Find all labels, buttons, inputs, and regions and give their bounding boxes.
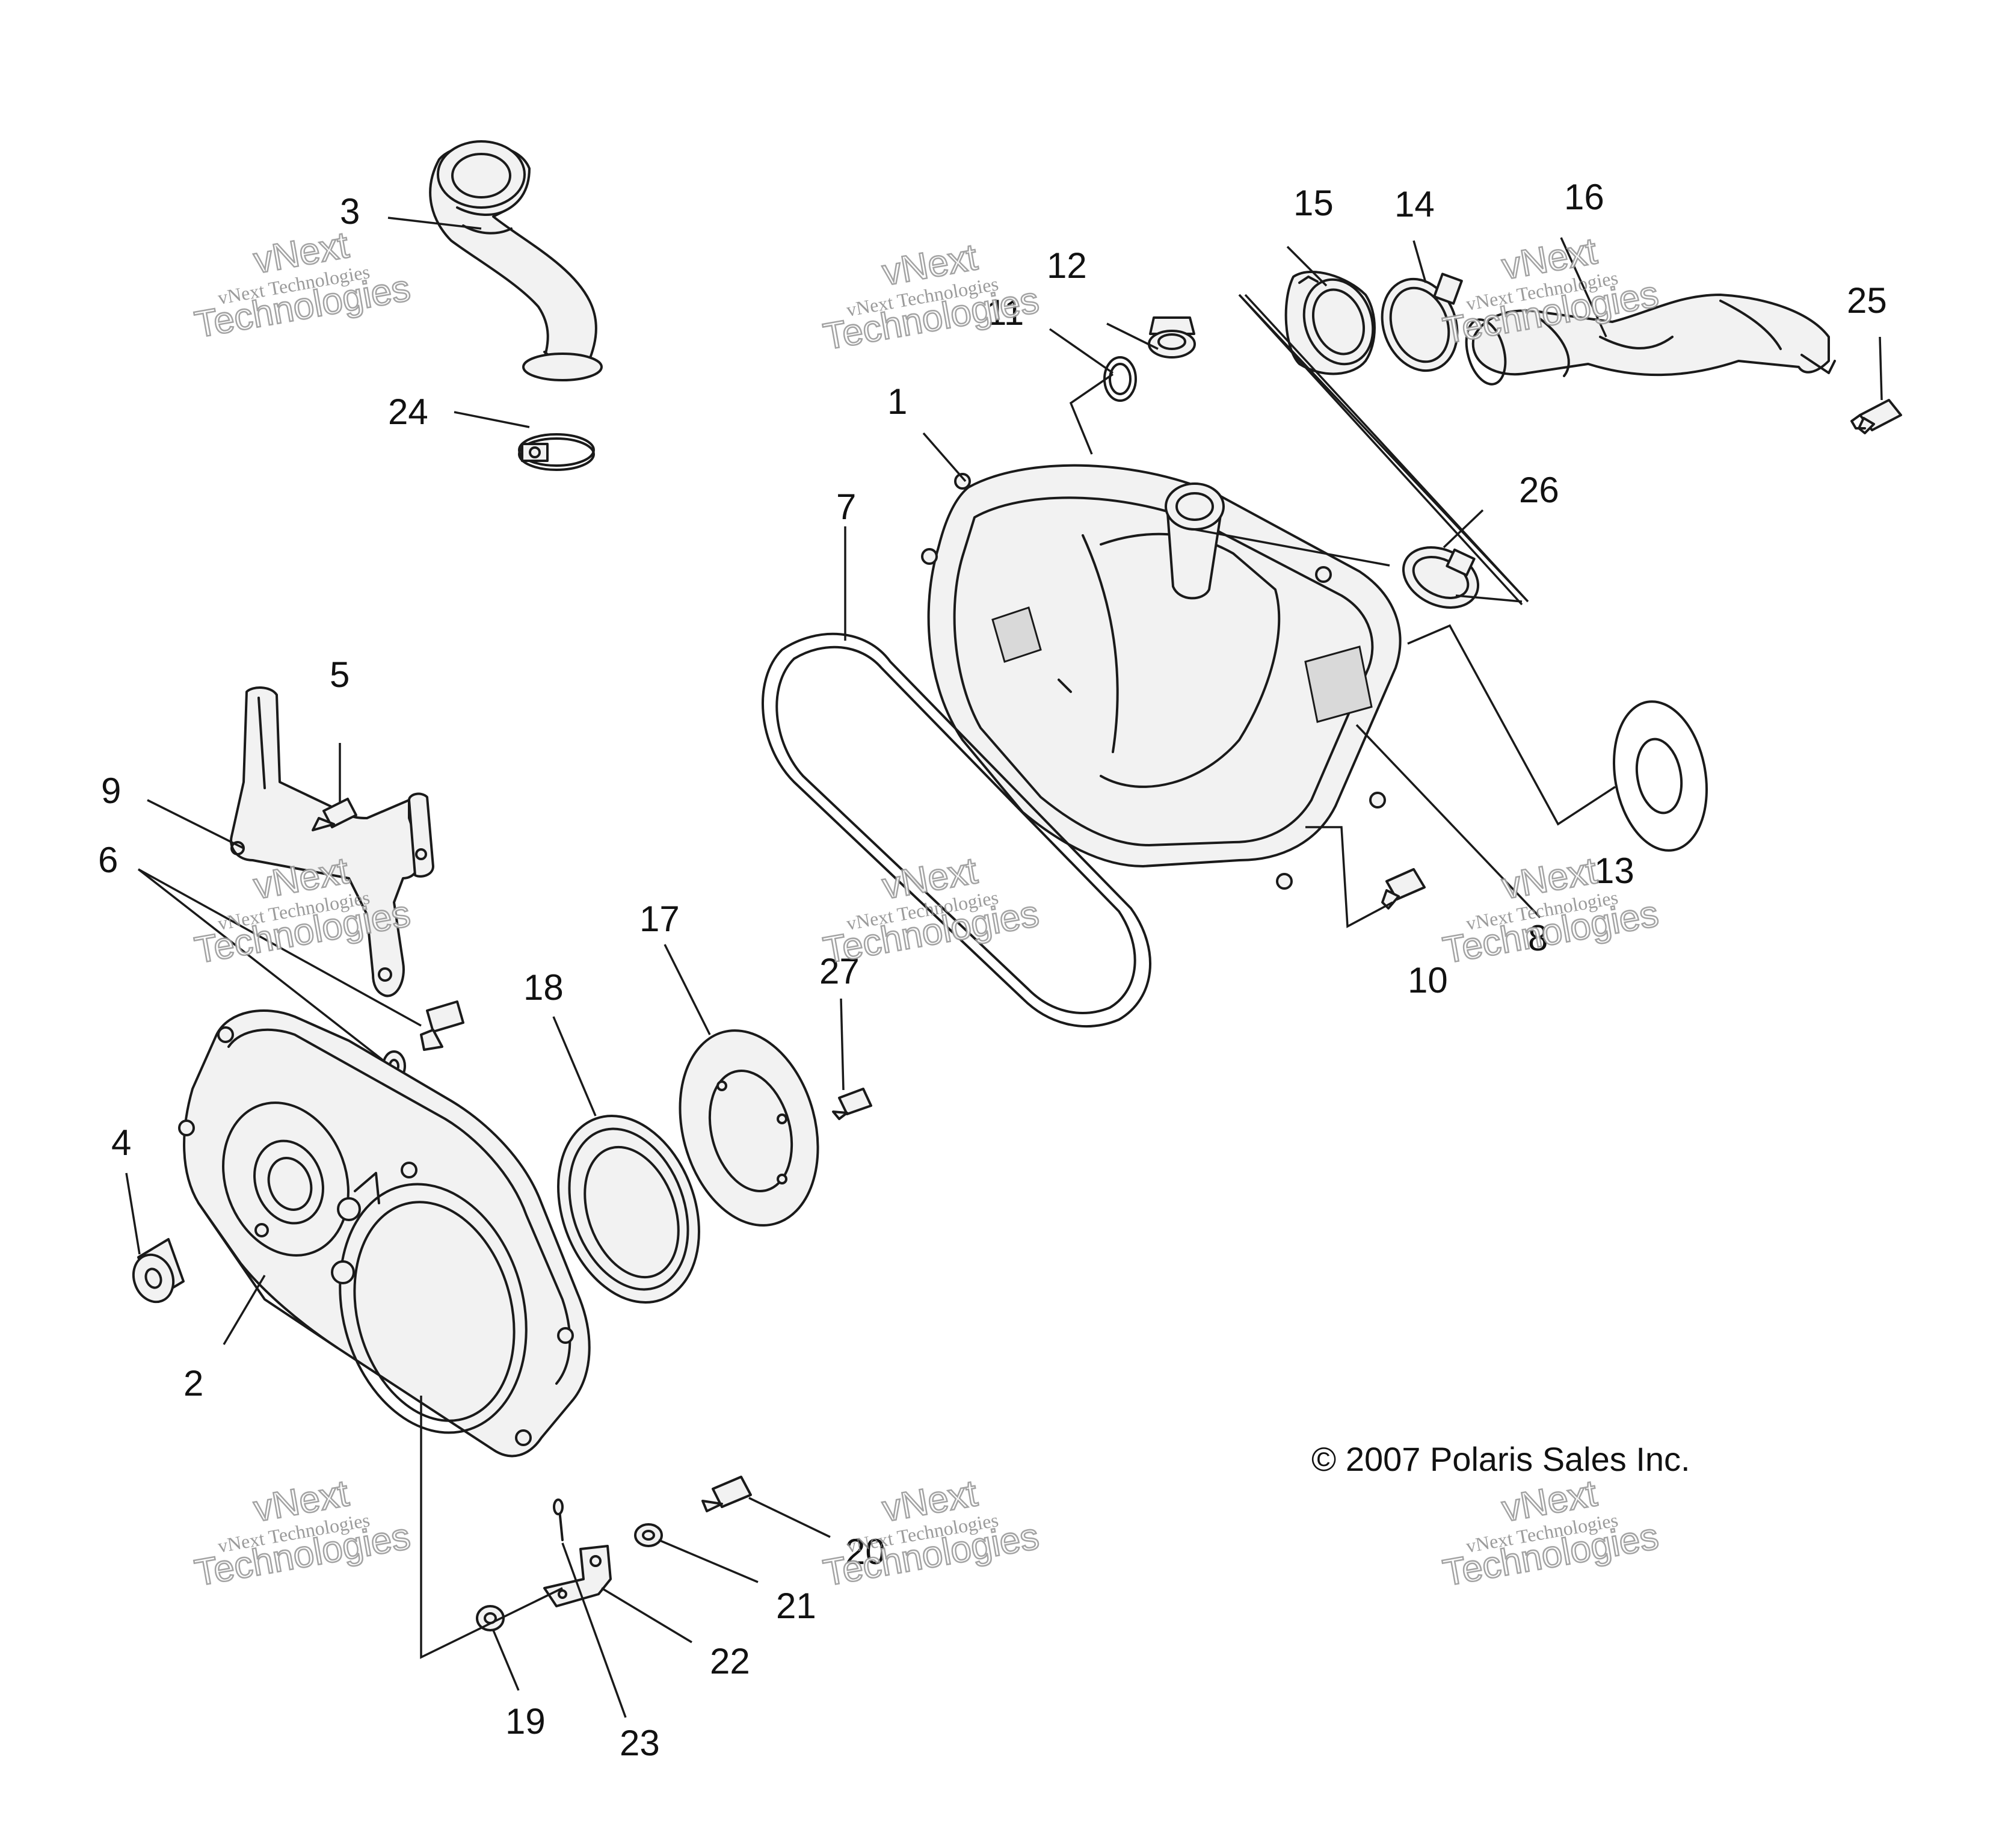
part-25-screw <box>1850 399 1902 434</box>
part-26-clamp <box>1402 546 1480 609</box>
callout-22: 22 <box>710 1641 750 1681</box>
watermark-7: vNext vNext Technologies Technologies <box>191 1472 414 1595</box>
callout-1: 1 <box>887 381 907 422</box>
part-19-washer <box>476 1605 505 1631</box>
callout-20: 20 <box>845 1532 886 1572</box>
callout-8: 8 <box>1528 918 1548 958</box>
callout-26: 26 <box>1519 470 1559 510</box>
part-13-gasket <box>1613 700 1708 852</box>
part-18-seal-ring <box>557 1115 700 1304</box>
part-27-screw <box>832 1088 872 1120</box>
callout-7: 7 <box>836 487 856 527</box>
watermark-2: vNext vNext Technologies Technologies <box>819 236 1043 359</box>
callout-numbers: 1 2 3 4 5 6 7 8 9 10 11 12 13 14 15 16 1… <box>98 177 1887 1763</box>
part-20-screw <box>701 1476 752 1512</box>
callout-18: 18 <box>523 967 564 1008</box>
part-3-intake-duct <box>429 140 603 381</box>
part-14-clamp <box>1381 273 1463 372</box>
callout-24: 24 <box>388 392 428 432</box>
callout-10: 10 <box>1408 960 1448 1000</box>
part-22-bracket <box>543 1545 612 1607</box>
watermark-5: vNext vNext Technologies Technologies <box>819 849 1043 973</box>
part-4-bushing <box>132 1238 185 1304</box>
callout-23: 23 <box>620 1723 660 1763</box>
part-16-outlet-duct <box>1465 294 1836 386</box>
callout-9: 9 <box>101 771 121 811</box>
watermark-1: vNext vNext Technologies Technologies <box>191 224 414 347</box>
callout-5: 5 <box>330 654 350 695</box>
part-7-drive-belt <box>762 632 1152 1027</box>
callout-15: 15 <box>1293 183 1334 223</box>
callout-4: 4 <box>111 1123 131 1163</box>
part-15-duct-adapter <box>1284 271 1376 375</box>
part-24-hose-clamp <box>518 433 595 471</box>
callout-17: 17 <box>639 899 680 939</box>
callout-11: 11 <box>987 292 1024 333</box>
leader-lines <box>125 217 1883 1718</box>
part-12-drain-plug <box>1148 316 1196 359</box>
callout-12: 12 <box>1047 245 1087 286</box>
part-11-o-ring <box>1103 356 1137 402</box>
part-17-plate <box>679 1029 819 1227</box>
callout-19: 19 <box>505 1701 546 1742</box>
watermark-8: vNext vNext Technologies Technologies <box>819 1472 1043 1595</box>
part-21-washer <box>634 1523 663 1547</box>
part-10-screw <box>1381 868 1426 910</box>
callout-27: 27 <box>819 951 860 991</box>
watermark-9: vNext vNext Technologies Technologies <box>1439 1472 1662 1595</box>
part-23-pin <box>553 1498 564 1541</box>
callout-2: 2 <box>183 1363 203 1403</box>
callout-13: 13 <box>1594 851 1634 891</box>
callout-14: 14 <box>1394 184 1435 224</box>
callout-16: 16 <box>1564 177 1604 217</box>
copyright-text: © 2007 Polaris Sales Inc. <box>1311 1440 1690 1478</box>
callout-3: 3 <box>340 191 360 232</box>
part-1-inner-clutch-cover <box>921 464 1402 890</box>
callout-21: 21 <box>776 1586 816 1626</box>
callout-25: 25 <box>1847 280 1887 321</box>
callout-6: 6 <box>98 840 118 880</box>
part-2-outer-clutch-cover <box>178 1009 591 1458</box>
